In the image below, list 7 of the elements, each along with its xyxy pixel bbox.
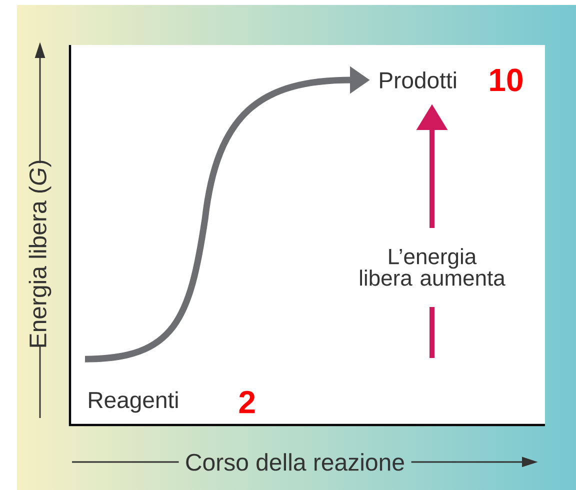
node-label: Prodotti	[380, 72, 456, 88]
node-label: Reagenti	[89, 391, 178, 413]
axis-label: Corso della reazione	[186, 453, 404, 471]
callout-number: 10	[490, 68, 522, 92]
axis-label: Energia libera (G)	[28, 160, 52, 347]
annotation-text: L’energia libera aumenta	[360, 248, 506, 286]
callout-number: 2	[239, 390, 255, 414]
